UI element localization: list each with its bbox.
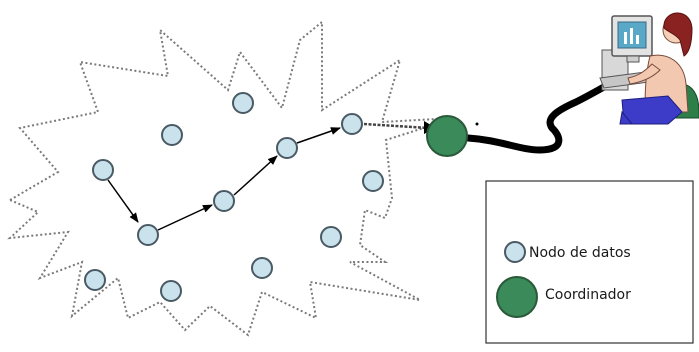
route-arrow-5 [363, 122, 429, 130]
data-nodes [84, 92, 384, 302]
data-node [362, 170, 384, 192]
route-arrow-1 [107, 179, 139, 223]
legend: Nodo de datos Coordinador [485, 180, 694, 344]
cable-connector-dot [475, 122, 479, 126]
coordinator-node [426, 115, 468, 157]
legend-coordinator-swatch [496, 276, 538, 318]
route-arrow-4 [296, 127, 341, 144]
routing-path [107, 121, 436, 231]
data-node [160, 280, 182, 302]
data-node [320, 226, 342, 248]
legend-coordinator-label: Coordinador [545, 287, 631, 303]
data-node [137, 224, 159, 246]
legend-data-node-swatch [504, 241, 526, 263]
coordinator-cable [464, 72, 628, 154]
data-node [213, 190, 235, 212]
route-arrow-2 [157, 204, 213, 231]
data-node [276, 137, 298, 159]
data-node [232, 92, 254, 114]
data-node [84, 269, 106, 291]
data-node [92, 159, 114, 181]
person-at-computer-icon [599, 12, 699, 125]
data-node [161, 124, 183, 146]
route-arrow-3 [233, 155, 278, 196]
data-node [341, 113, 363, 135]
network-region-outline [7, 19, 456, 337]
legend-data-node-label: Nodo de datos [529, 245, 631, 261]
data-node [251, 257, 273, 279]
